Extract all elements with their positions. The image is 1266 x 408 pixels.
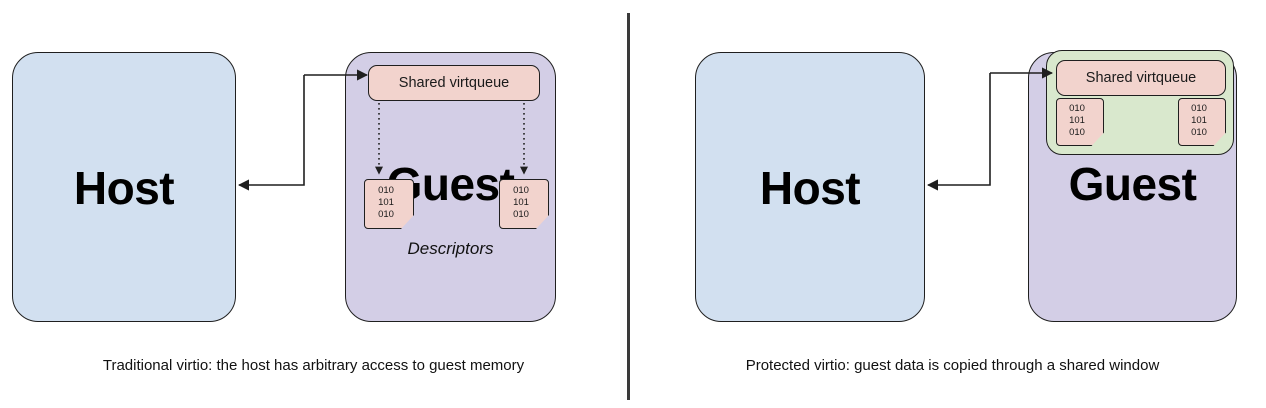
descriptor-bit-line: 010	[378, 184, 394, 196]
descriptor-box[interactable]: 010 101 010	[1178, 98, 1226, 146]
connector-arrow-to-host	[926, 73, 991, 191]
descriptor-bit-line: 010	[378, 208, 394, 220]
shared-virtqueue-label: Shared virtqueue	[398, 75, 510, 91]
panel-divider	[627, 13, 630, 400]
descriptors-caption: Descriptors	[407, 239, 494, 258]
descriptor-bit-line: 010	[1191, 126, 1207, 138]
panel-protected-virtio: Host Guest Shared virtqueue 010 101 010 …	[639, 0, 1266, 408]
panel-caption-traditional: Traditional virtio: the host has arbitra…	[102, 357, 525, 374]
descriptor-box[interactable]: 010 101 010	[499, 179, 549, 229]
shared-virtqueue-box-protected[interactable]: Shared virtqueue	[1056, 60, 1226, 96]
shared-virtqueue-box-traditional[interactable]: Shared virtqueue	[368, 65, 540, 101]
descriptor-box[interactable]: 010 101 010	[1056, 98, 1104, 146]
guest-label: Guest	[1068, 158, 1197, 210]
descriptor-bit-line: 010	[1069, 102, 1085, 114]
panel-traditional-virtio: Host Guest Shared virtqueue 010	[0, 0, 627, 408]
descriptor-bit-line: 101	[513, 196, 529, 208]
descriptor-bit-line: 010	[1191, 102, 1207, 114]
panel-caption-protected: Protected virtio: guest data is copied t…	[745, 357, 1160, 374]
descriptor-box[interactable]: 010 101 010	[364, 179, 414, 229]
descriptor-bit-line: 010	[1069, 126, 1085, 138]
host-label: Host	[759, 162, 861, 214]
shared-window-box[interactable]: Shared virtqueue 010 101 010 010 101 010	[1046, 50, 1234, 155]
guest-box-traditional[interactable]: Guest Shared virtqueue 010 101 010	[345, 52, 556, 322]
connector-arrow-to-host	[237, 75, 305, 191]
shared-virtqueue-label: Shared virtqueue	[1085, 70, 1197, 86]
descriptor-bit-line: 101	[1069, 114, 1085, 126]
host-label: Host	[73, 162, 175, 214]
host-box-traditional[interactable]: Host	[12, 52, 236, 322]
descriptor-bit-line: 010	[513, 208, 529, 220]
host-box-protected[interactable]: Host	[695, 52, 925, 322]
descriptor-bit-line: 101	[378, 196, 394, 208]
descriptor-bit-line: 101	[1191, 114, 1207, 126]
descriptor-bit-line: 010	[513, 184, 529, 196]
